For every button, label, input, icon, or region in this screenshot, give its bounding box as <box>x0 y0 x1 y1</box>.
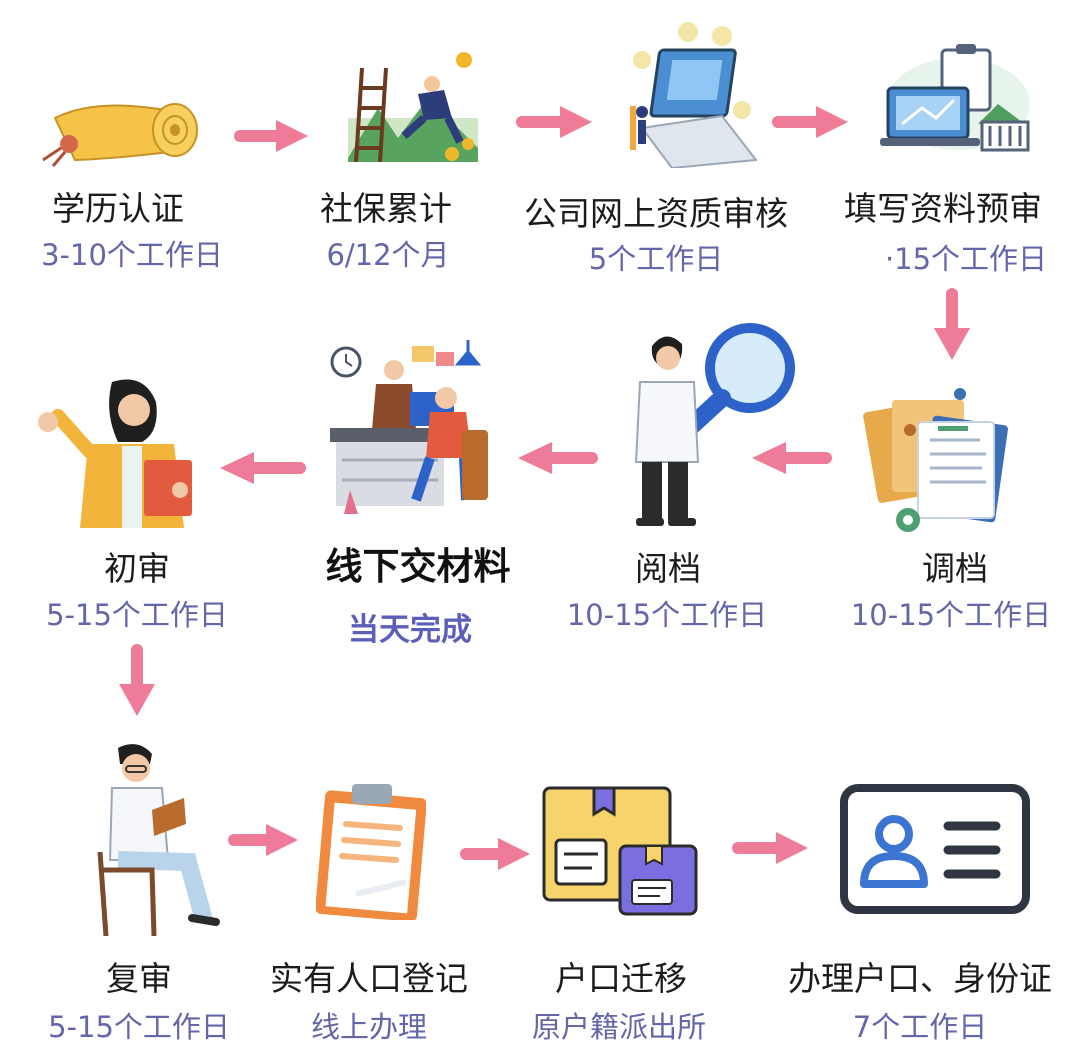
step-label: 公司网上资质审核 <box>524 194 788 233</box>
step-label: 填写资料预审 <box>844 189 1042 228</box>
step-duration: 10-15个工作日 <box>850 598 1052 632</box>
step-label: 户口迁移 <box>555 959 687 998</box>
arrow-right-icon <box>460 838 530 870</box>
laptop-review-icon <box>630 22 757 168</box>
step-label: 调档 <box>922 549 988 588</box>
step-label: 线下交材料 <box>325 545 511 588</box>
step-label: 复审 <box>106 959 172 998</box>
step-duration: 原户籍派出所 <box>531 1010 707 1044</box>
step-label: 学历认证 <box>52 189 184 228</box>
arrow-right-icon <box>228 824 298 856</box>
woman-presenting-icon <box>38 379 192 528</box>
arrow-left-icon <box>752 442 832 474</box>
step-label: 实有人口登记 <box>270 959 468 998</box>
step-duration: 5-15个工作日 <box>48 1010 230 1044</box>
arrow-right-icon <box>772 106 848 138</box>
step-duration: 7个工作日 <box>852 1010 988 1044</box>
arrow-right-icon <box>732 832 808 864</box>
arrow-down-icon <box>119 644 155 716</box>
step-label: 办理户口、身份证 <box>788 959 1052 998</box>
step-duration: 线上办理 <box>310 1010 428 1044</box>
step-label: 阅档 <box>635 549 701 588</box>
computer-clipboard-icon <box>880 44 1030 152</box>
diploma-scroll-icon <box>42 103 198 167</box>
step-duration: 当天完成 <box>348 612 472 648</box>
file-folders-icon <box>863 388 1008 532</box>
man-reading-icon <box>97 744 220 937</box>
office-counter-icon <box>330 340 488 514</box>
step-duration: 6/12个月 <box>326 238 450 272</box>
arrow-left-icon <box>518 442 598 474</box>
step-duration: 3-10个工作日 <box>41 238 223 272</box>
step-duration: ·15个工作日 <box>884 242 1048 276</box>
magnifier-doctor-icon <box>634 323 795 526</box>
climbing-ladder-icon <box>348 52 478 163</box>
arrow-down-icon <box>934 288 970 360</box>
step-label: 社保累计 <box>320 189 452 228</box>
clipboard-icon <box>316 784 426 920</box>
step-duration: 5-15个工作日 <box>46 598 228 632</box>
moving-boxes-icon <box>542 786 698 916</box>
step-duration: 5个工作日 <box>588 242 724 276</box>
step-label: 初审 <box>104 549 170 588</box>
step-duration: 10-15个工作日 <box>566 598 768 632</box>
arrow-right-icon <box>516 106 592 138</box>
arrow-right-icon <box>234 120 308 152</box>
id-card-icon <box>840 784 1030 914</box>
arrow-left-icon <box>220 452 306 484</box>
